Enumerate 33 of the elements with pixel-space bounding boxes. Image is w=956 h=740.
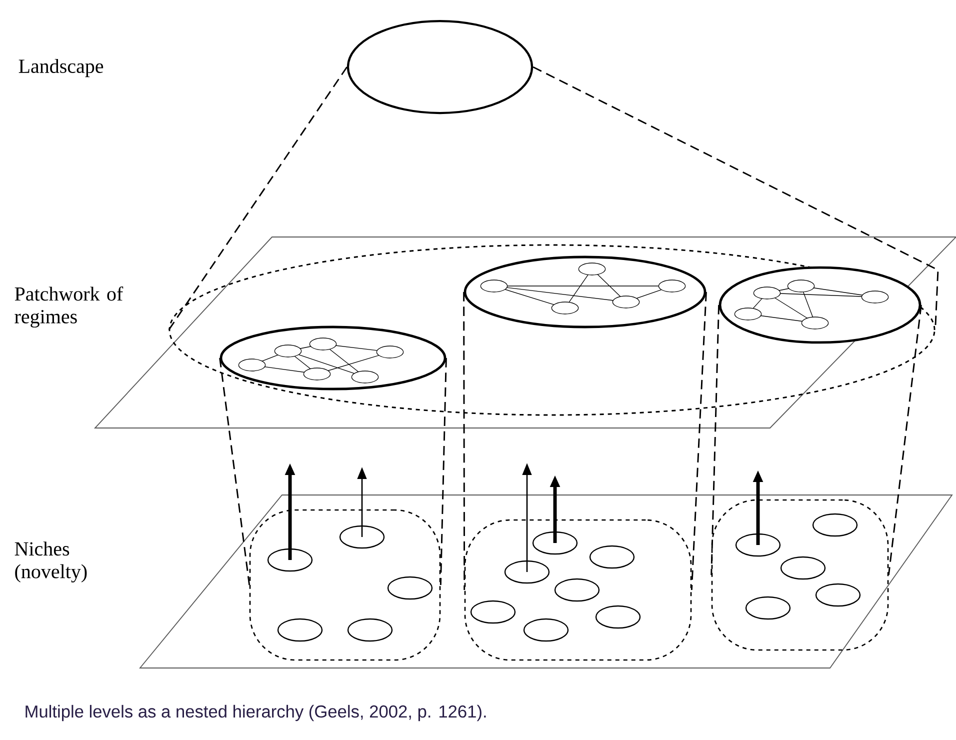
niche-oval bbox=[815, 583, 861, 607]
niche-region bbox=[711, 499, 889, 651]
niche-oval bbox=[812, 513, 858, 537]
niche-oval bbox=[589, 545, 635, 569]
niche-oval bbox=[387, 576, 433, 600]
niche-oval bbox=[532, 531, 578, 555]
landscape-ellipse bbox=[346, 20, 534, 114]
niche-oval bbox=[735, 533, 781, 557]
level-label: Landscape bbox=[18, 58, 104, 78]
projection-line bbox=[690, 292, 707, 590]
projection-line bbox=[440, 358, 447, 586]
niche-oval bbox=[347, 618, 393, 642]
level-label: Patchwork of regimes bbox=[14, 286, 124, 328]
projection-line bbox=[710, 304, 720, 576]
projection-line bbox=[168, 66, 348, 330]
niche-oval bbox=[745, 596, 791, 620]
regime-ellipse bbox=[168, 244, 936, 416]
level-label: Niches (novelty) bbox=[14, 542, 87, 582]
caption: Multiple levels as a nested hierarchy (Geels, 2002, p. 1261). bbox=[26, 704, 486, 722]
niche-oval bbox=[277, 618, 323, 642]
projection-line bbox=[888, 304, 922, 576]
niche-oval bbox=[470, 600, 516, 624]
projection-line bbox=[463, 292, 466, 590]
niche-region bbox=[464, 519, 692, 661]
niche-oval bbox=[554, 578, 600, 602]
niche-oval bbox=[780, 556, 826, 580]
niche-oval bbox=[595, 605, 641, 629]
niche-oval bbox=[267, 548, 313, 572]
niche-oval bbox=[523, 618, 569, 642]
regime-ellipse bbox=[464, 256, 706, 328]
niche-oval bbox=[339, 525, 385, 549]
niche-region bbox=[249, 509, 441, 661]
niche-oval bbox=[504, 560, 550, 584]
